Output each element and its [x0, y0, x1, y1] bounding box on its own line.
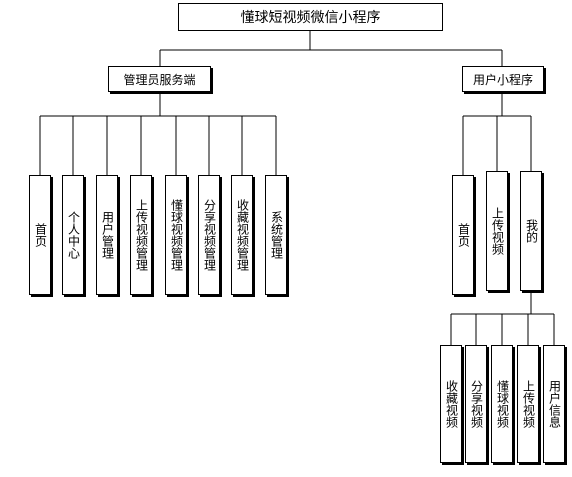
admin-item: 分享视频管理	[198, 175, 220, 295]
user-label: 用户小程序	[472, 72, 533, 87]
admin-item: 系统管理	[265, 175, 287, 295]
root-label: 懂球短视频微信小程序	[240, 10, 381, 26]
mine-item-label: 懂球视频	[495, 380, 510, 428]
user-item: 上传视频	[486, 171, 508, 291]
admin-node: 管理员服务端	[108, 66, 211, 92]
root-node: 懂球短视频微信小程序	[178, 3, 443, 31]
mine-item: 收藏视频	[440, 345, 462, 463]
mine-item: 懂球视频	[491, 345, 513, 463]
user-item: 我的	[520, 171, 542, 291]
user-item-label: 上传视频	[490, 207, 505, 255]
user-item-label: 首页	[456, 223, 471, 247]
admin-item-label: 个人中心	[66, 211, 81, 259]
user-node: 用户小程序	[462, 66, 544, 92]
admin-item-label: 用户管理	[100, 211, 115, 259]
mine-item-label: 上传视频	[521, 380, 536, 428]
admin-item-label: 懂球视频管理	[169, 199, 184, 271]
admin-item-label: 上传视频管理	[134, 199, 149, 271]
user-item-label: 我的	[524, 219, 539, 243]
mine-item: 上传视频	[517, 345, 539, 463]
admin-item-label: 分享视频管理	[202, 199, 217, 271]
mine-item-label: 收藏视频	[444, 380, 459, 428]
admin-item: 懂球视频管理	[165, 175, 187, 295]
admin-item: 上传视频管理	[130, 175, 152, 295]
admin-label: 管理员服务端	[123, 72, 196, 87]
user-item: 首页	[452, 175, 474, 295]
admin-item-label: 系统管理	[269, 211, 284, 259]
admin-item: 用户管理	[96, 175, 118, 295]
admin-item: 首页	[29, 175, 51, 295]
mine-item: 分享视频	[465, 345, 487, 463]
mine-item-label: 分享视频	[469, 380, 484, 428]
mine-item: 用户信息	[543, 345, 565, 463]
admin-item: 收藏视频管理	[231, 175, 253, 295]
admin-item: 个人中心	[62, 175, 84, 295]
admin-item-label: 首页	[33, 223, 48, 247]
mine-item-label: 用户信息	[547, 380, 562, 428]
admin-item-label: 收藏视频管理	[235, 199, 250, 271]
